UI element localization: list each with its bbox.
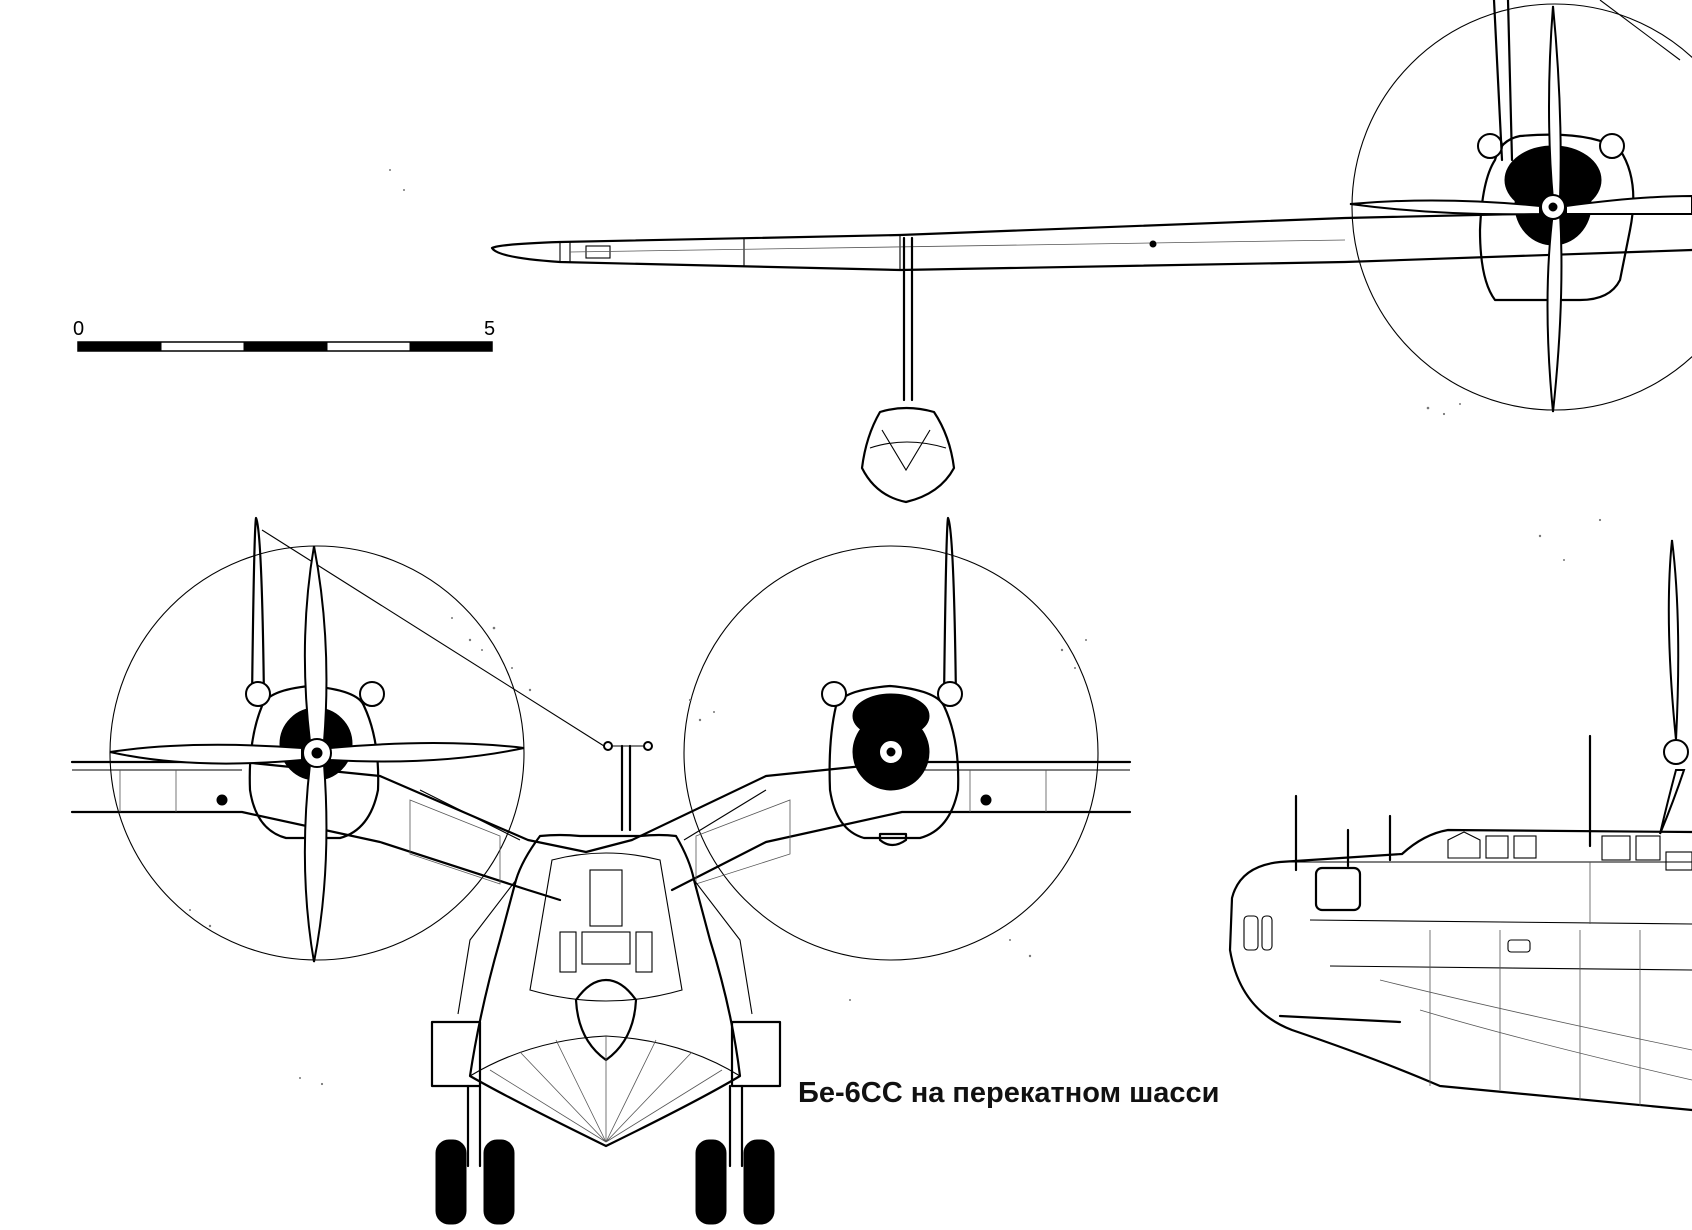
side-view: [1228, 539, 1692, 1112]
scale-start-label: 0: [73, 318, 85, 340]
propeller-disc-top: [1351, 3, 1692, 411]
scan-speckle: [189, 169, 1602, 1086]
front-view: [70, 516, 1132, 1225]
top-view-wing: [490, 0, 1692, 504]
figure-caption: Бе-6СС на перекатном шасси: [798, 1077, 1220, 1109]
propeller-disc-right: [683, 545, 1099, 961]
scale-bar: [77, 341, 493, 352]
scale-end-label: 5: [484, 318, 496, 340]
